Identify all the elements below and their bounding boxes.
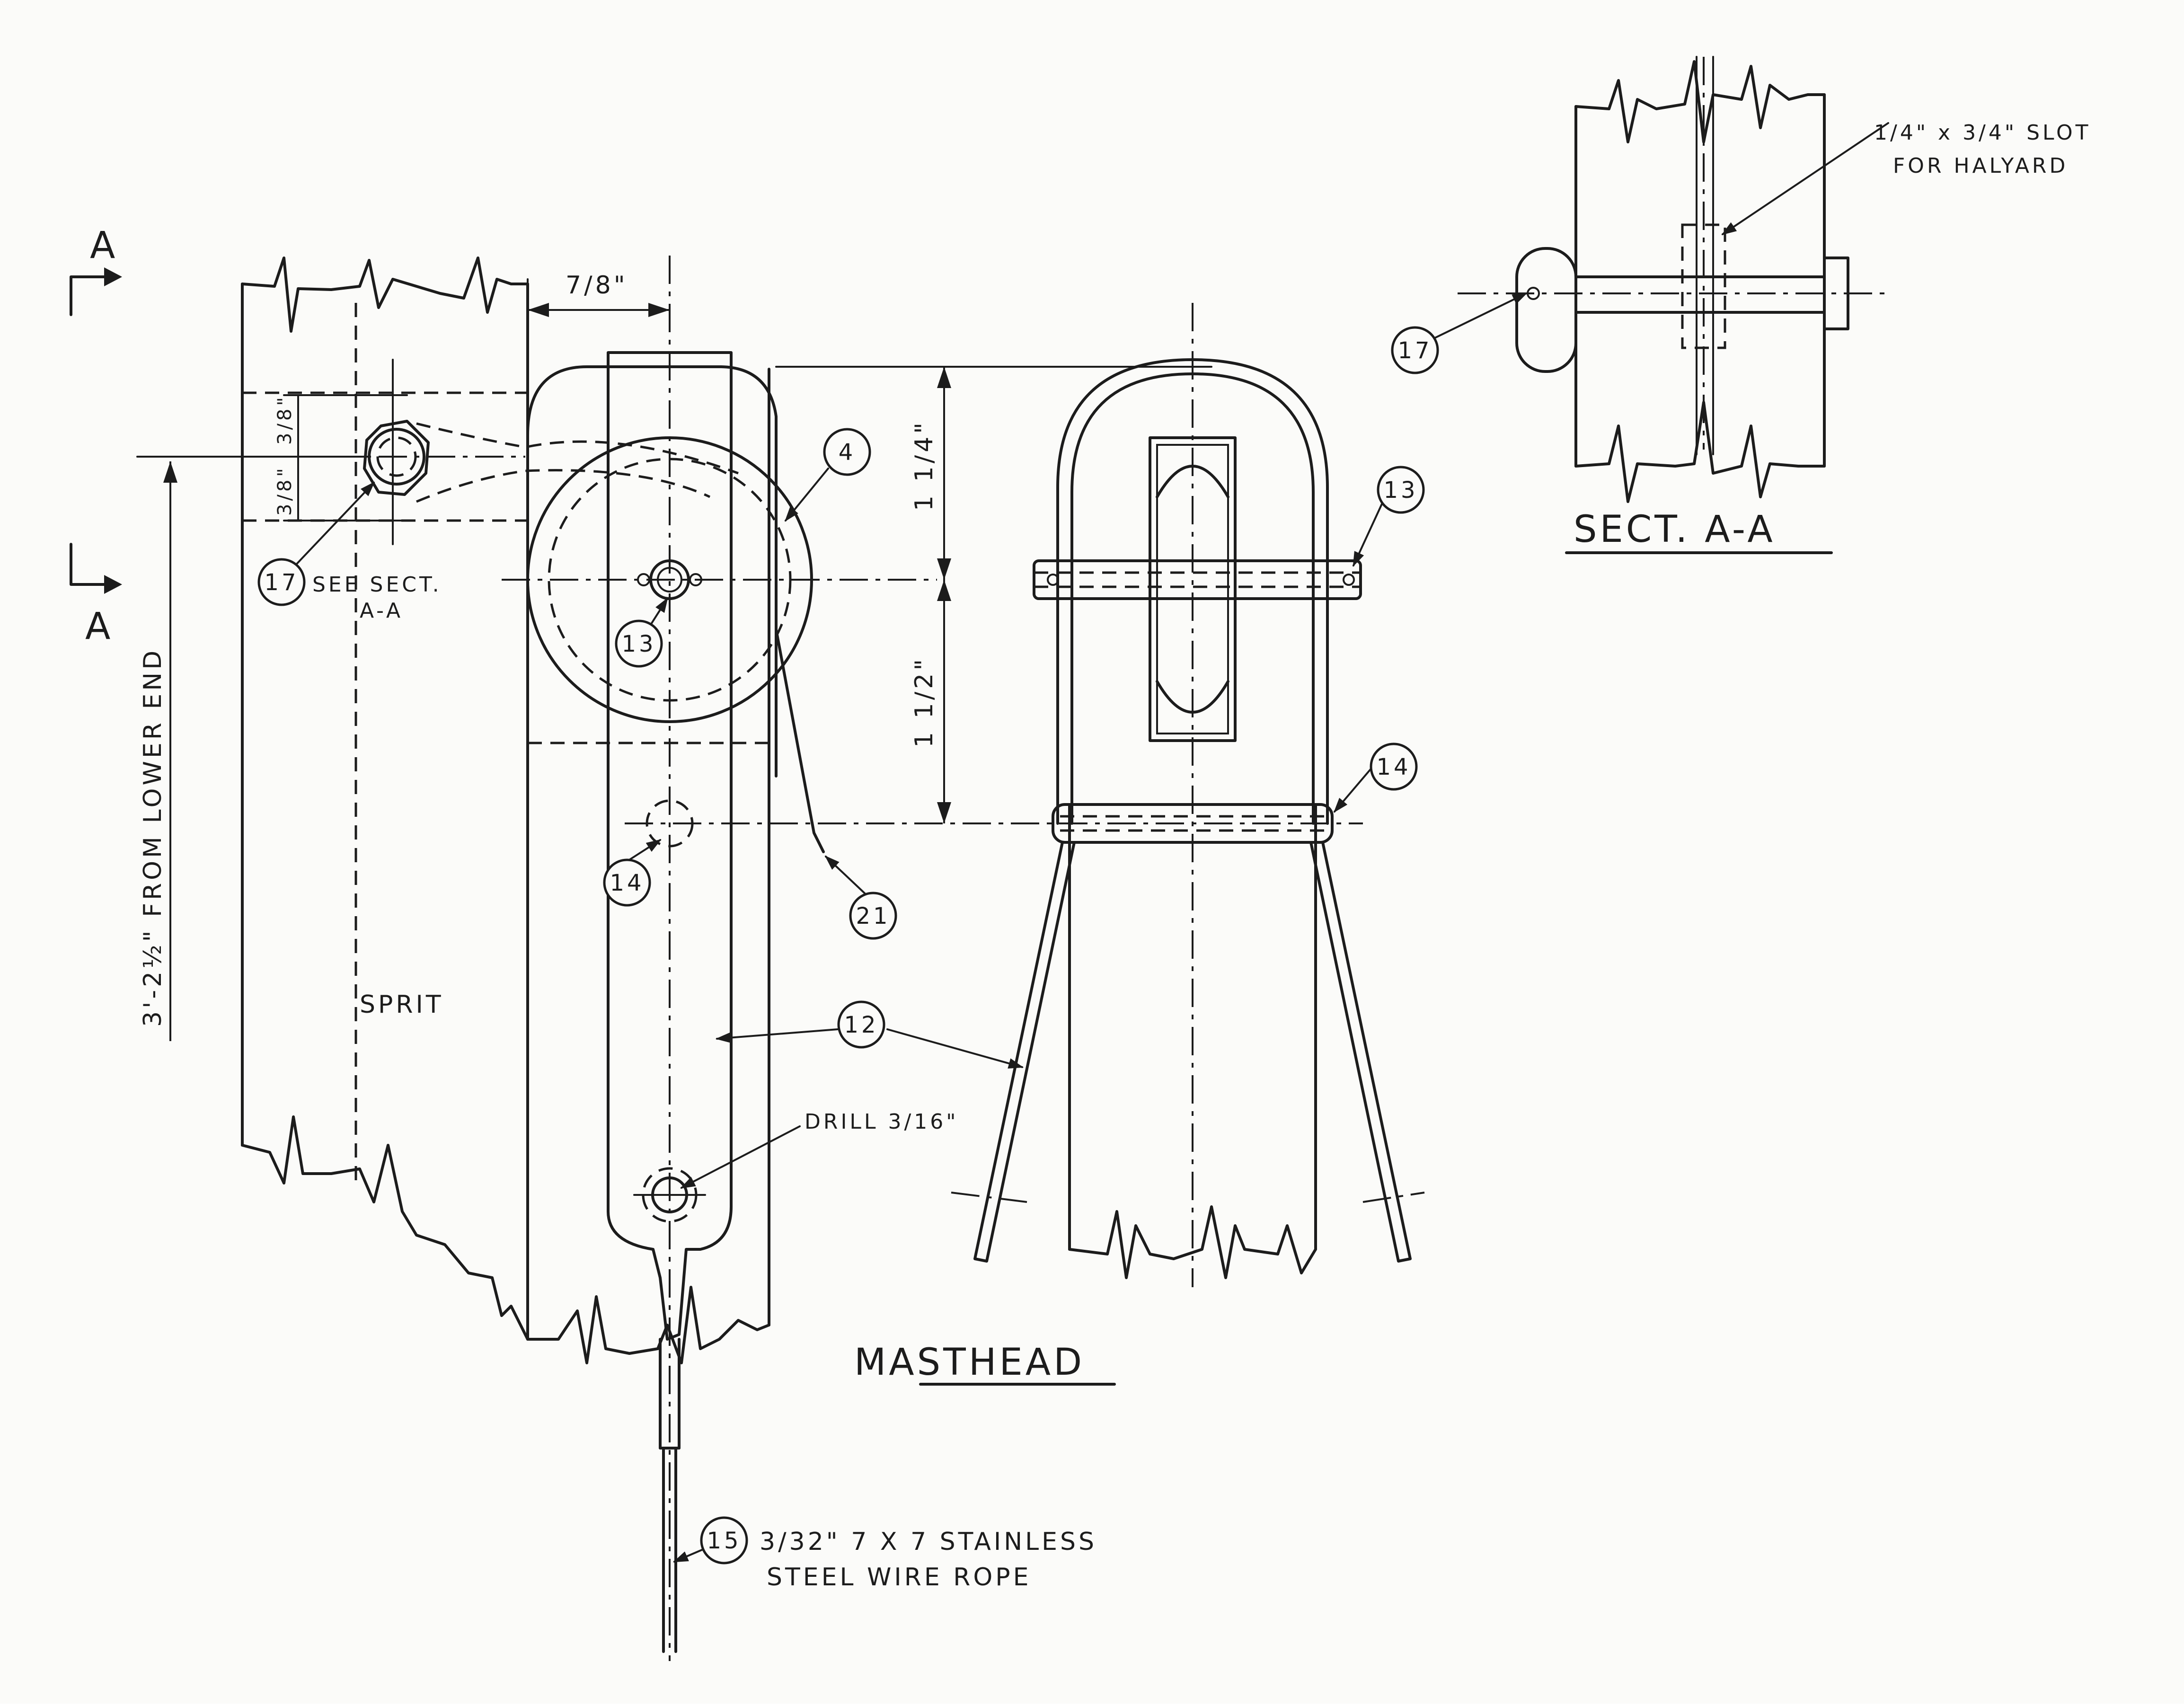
callout-13-front: 13	[615, 619, 663, 668]
drill-hole	[633, 1167, 706, 1223]
svg-text:4: 4	[839, 439, 856, 466]
masthead-fitting	[526, 351, 778, 1341]
dim-top-width: 7/8"	[527, 271, 670, 323]
height-dimension: 3'-2½" FROM LOWER END	[136, 456, 370, 1041]
section-marker-bottom: A	[70, 543, 122, 648]
callout-15: 15	[700, 1516, 748, 1565]
section-marker-bottom-letter: A	[85, 605, 113, 648]
dim-one-quarter: 1 1/4"	[910, 420, 938, 511]
svg-text:21: 21	[856, 903, 890, 929]
dim-one-half: 1 1/2"	[910, 656, 938, 748]
pin-14-front	[625, 799, 1363, 848]
callout-12: 12	[837, 1000, 885, 1049]
wire-rope	[659, 1338, 681, 1653]
callout-17-section: 17	[1391, 326, 1439, 374]
svg-text:13: 13	[1383, 477, 1418, 504]
eye-bolt-front: 3/8" 3/8"	[137, 359, 525, 545]
halyard-wire	[416, 422, 825, 853]
height-dimension-label: 3'-2½" FROM LOWER END	[139, 648, 167, 1027]
callout-4: 4	[823, 428, 871, 476]
svg-text:17: 17	[264, 569, 299, 596]
callout-17-front: 17	[257, 558, 306, 606]
svg-text:15: 15	[707, 1528, 741, 1554]
dim-top-width-label: 7/8"	[566, 271, 628, 300]
slot-note-line1: 1/4" x 3/4" SLOT	[1874, 121, 2091, 145]
callout-21: 21	[849, 892, 897, 940]
callout-14-side: 14	[1370, 743, 1418, 791]
svg-text:17: 17	[1397, 337, 1432, 364]
svg-text:14: 14	[610, 870, 644, 896]
dim-lower-three-eighths: 3/8"	[274, 465, 296, 516]
section-marker-top: A	[70, 224, 122, 316]
callout-13-side: 13	[1377, 466, 1425, 514]
svg-text:14: 14	[1376, 754, 1411, 780]
svg-text:SECT. A-A: SECT. A-A	[1574, 508, 1776, 551]
mast-front	[242, 283, 770, 1364]
section-marker-top-letter: A	[90, 224, 118, 267]
sprit-label: SPRIT	[360, 990, 444, 1019]
svg-text:12: 12	[844, 1012, 878, 1038]
wire-note-line1: 3/32" 7 X 7 STAINLESS	[760, 1528, 1097, 1556]
svg-text:MASTHEAD: MASTHEAD	[854, 1341, 1085, 1384]
side-view	[951, 303, 1425, 1287]
callout-14-front: 14	[603, 858, 651, 907]
see-sect-note-line2: A-A	[360, 599, 403, 623]
section-a-a-view	[1458, 56, 1888, 503]
masthead-title: MASTHEAD	[854, 1341, 1116, 1386]
see-sect-note-line1: SEE SECT.	[312, 573, 442, 597]
svg-text:13: 13	[621, 631, 656, 657]
dim-upper-three-eighths: 3/8"	[274, 394, 296, 445]
drill-note: DRILL 3/16"	[805, 1110, 959, 1134]
leaders	[283, 122, 1889, 1563]
wire-note-line2: STEEL WIRE ROPE	[767, 1563, 1032, 1591]
vertical-dims: 1 1/4" 1 1/2"	[775, 366, 1212, 823]
slot-note-line2: FOR HALYARD	[1893, 154, 2068, 178]
sheave-front	[502, 436, 937, 723]
section-title: SECT. A-A	[1565, 508, 1833, 554]
